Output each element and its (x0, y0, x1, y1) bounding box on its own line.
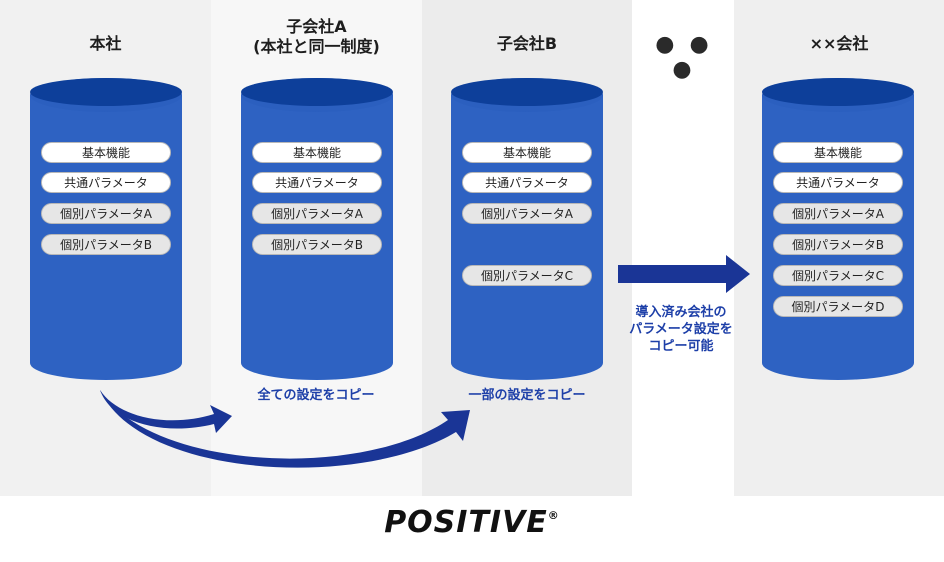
param-pill: 共通パラメータ (41, 172, 171, 193)
param-pill: 個別パラメータA (773, 203, 903, 224)
right-arrow-icon (618, 255, 750, 293)
param-pill: 個別パラメータA (41, 203, 171, 224)
param-pill: 個別パラメータD (773, 296, 903, 317)
param-pill: 基本機能 (462, 142, 592, 163)
logo-text: POSITIVE (384, 505, 548, 540)
column-title: 子会社B (496, 34, 558, 53)
positive-logo: POSITIVE® (0, 505, 944, 540)
param-pill: 共通パラメータ (773, 172, 903, 193)
registered-mark: ® (547, 509, 560, 522)
param-pill: 個別パラメータB (41, 234, 171, 255)
database-cylinder-subsidiary-b: 基本機能 共通パラメータ 個別パラメータA 個別パラメータC (451, 78, 603, 380)
param-pill: 個別パラメータB (252, 234, 382, 255)
column-title: ××会社 (809, 34, 869, 53)
param-pill: 個別パラメータA (252, 203, 382, 224)
curved-arrow-icon (100, 390, 470, 468)
param-pill: 個別パラメータA (462, 203, 592, 224)
param-pill: 共通パラメータ (462, 172, 592, 193)
column-title: 子会社A (286, 17, 347, 36)
copy-note-line: 導入済み会社の (635, 305, 727, 320)
database-cylinder-other-company: 基本機能 共通パラメータ 個別パラメータA 個別パラメータB 個別パラメータC … (762, 78, 914, 380)
param-pill: 共通パラメータ (252, 172, 382, 193)
curved-arrow-icon (100, 390, 232, 433)
param-pill: 基本機能 (41, 142, 171, 163)
param-pill: 個別パラメータC (773, 265, 903, 286)
copy-all-label: 全ての設定をコピー (257, 388, 375, 403)
ellipsis-dots: ● ● ● (655, 32, 713, 82)
param-pill: 基本機能 (773, 142, 903, 163)
copy-partial-label: 一部の設定をコピー (468, 388, 586, 403)
param-pill: 個別パラメータB (773, 234, 903, 255)
column-title: 本社 (89, 34, 122, 53)
copy-note: 導入済み会社の パラメータ設定を コピー可能 (604, 304, 758, 355)
param-pill: 基本機能 (252, 142, 382, 163)
param-pill: 個別パラメータC (462, 265, 592, 286)
column-subtitle: (本社と同一制度) (253, 37, 380, 56)
copy-note-line: コピー可能 (648, 339, 714, 354)
database-cylinder-honsha: 基本機能 共通パラメータ 個別パラメータA 個別パラメータB (30, 78, 182, 380)
copy-note-line: パラメータ設定を (629, 322, 733, 337)
database-cylinder-subsidiary-a: 基本機能 共通パラメータ 個別パラメータA 個別パラメータB (241, 78, 393, 380)
copy-arrows (100, 255, 750, 468)
